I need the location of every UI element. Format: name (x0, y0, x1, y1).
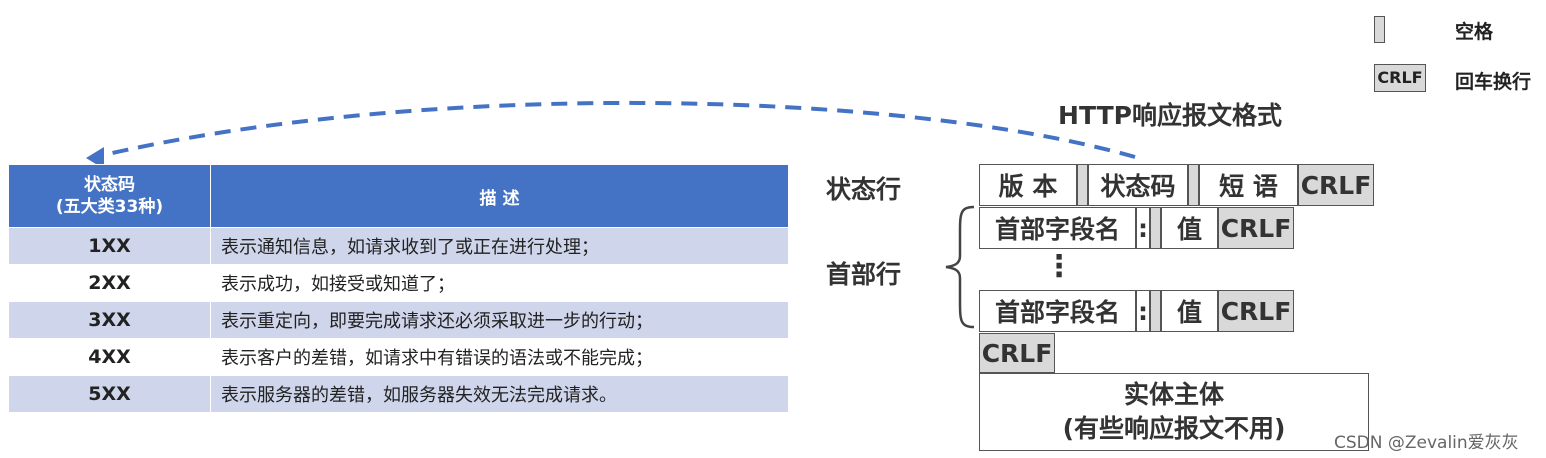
status-line-label: 状态行 (826, 175, 902, 204)
phrase-box: 短 语 (1199, 164, 1298, 206)
status-code-cell: 2XX (8, 264, 211, 302)
entity-body-box: 实体主体 (有些响应报文不用) (979, 373, 1369, 451)
crlf-box: CRLF (1218, 207, 1294, 249)
value-box: 值 (1161, 290, 1218, 332)
entity-body-note: (有些响应报文不用) (1062, 414, 1286, 443)
space-legend-label: 空格 (1455, 21, 1494, 43)
status-code-cell: 5XX (8, 375, 211, 413)
version-box: 版 本 (979, 164, 1077, 206)
status-code-table: 状态码 (五大类33种) 描 述 1XX 表示通知信息，如请求收到了或正在进行处… (8, 164, 789, 413)
colon-box: : (1136, 290, 1150, 332)
status-desc-cell: 表示成功，如接受或知道了； (210, 264, 789, 302)
table-header-code: 状态码 (五大类33种) (8, 164, 211, 228)
status-code-box: 状态码 (1088, 164, 1188, 206)
table-row: 1XX 表示通知信息，如请求收到了或正在进行处理； (8, 227, 789, 265)
table-row: 5XX 表示服务器的差错，如服务器失效无法完成请求。 (8, 375, 789, 413)
crlf-box: CRLF (1218, 290, 1294, 332)
table-row: 4XX 表示客户的差错，如请求中有错误的语法或不能完成； (8, 338, 789, 376)
space-box (1150, 290, 1161, 332)
crlf-legend-swatch: CRLF (1374, 64, 1426, 92)
value-box: 值 (1161, 207, 1218, 249)
space-legend-swatch (1374, 16, 1385, 43)
header-lines-label: 首部行 (826, 260, 902, 289)
blank-line-crlf-box: CRLF (979, 333, 1055, 373)
space-box (1077, 164, 1088, 206)
status-code-cell: 3XX (8, 301, 211, 339)
header-lines-brace (945, 205, 975, 329)
ellipsis-dots: ⋮ (1044, 249, 1074, 284)
status-code-cell: 1XX (8, 227, 211, 265)
table-row: 2XX 表示成功，如接受或知道了； (8, 264, 789, 302)
status-desc-cell: 表示客户的差错，如请求中有错误的语法或不能完成； (210, 338, 789, 376)
header-field-name-box: 首部字段名 (979, 207, 1136, 249)
colon-box: : (1136, 207, 1150, 249)
status-desc-cell: 表示重定向，即要完成请求还必须采取进一步的行动； (210, 301, 789, 339)
crlf-box: CRLF (1298, 164, 1374, 206)
space-box (1188, 164, 1199, 206)
entity-body-title: 实体主体 (1123, 380, 1224, 409)
table-header-desc: 描 述 (210, 164, 789, 228)
diagram-title: HTTP响应报文格式 (1058, 101, 1282, 130)
watermark: CSDN @Zevalin爱灰灰 (1334, 433, 1519, 453)
table-row: 3XX 表示重定向，即要完成请求还必须采取进一步的行动； (8, 301, 789, 339)
status-desc-cell: 表示服务器的差错，如服务器失效无法完成请求。 (210, 375, 789, 413)
status-code-cell: 4XX (8, 338, 211, 376)
status-desc-cell: 表示通知信息，如请求收到了或正在进行处理； (210, 227, 789, 265)
space-box (1150, 207, 1161, 249)
crlf-legend-label: 回车换行 (1455, 71, 1532, 93)
header-field-name-box: 首部字段名 (979, 290, 1136, 332)
